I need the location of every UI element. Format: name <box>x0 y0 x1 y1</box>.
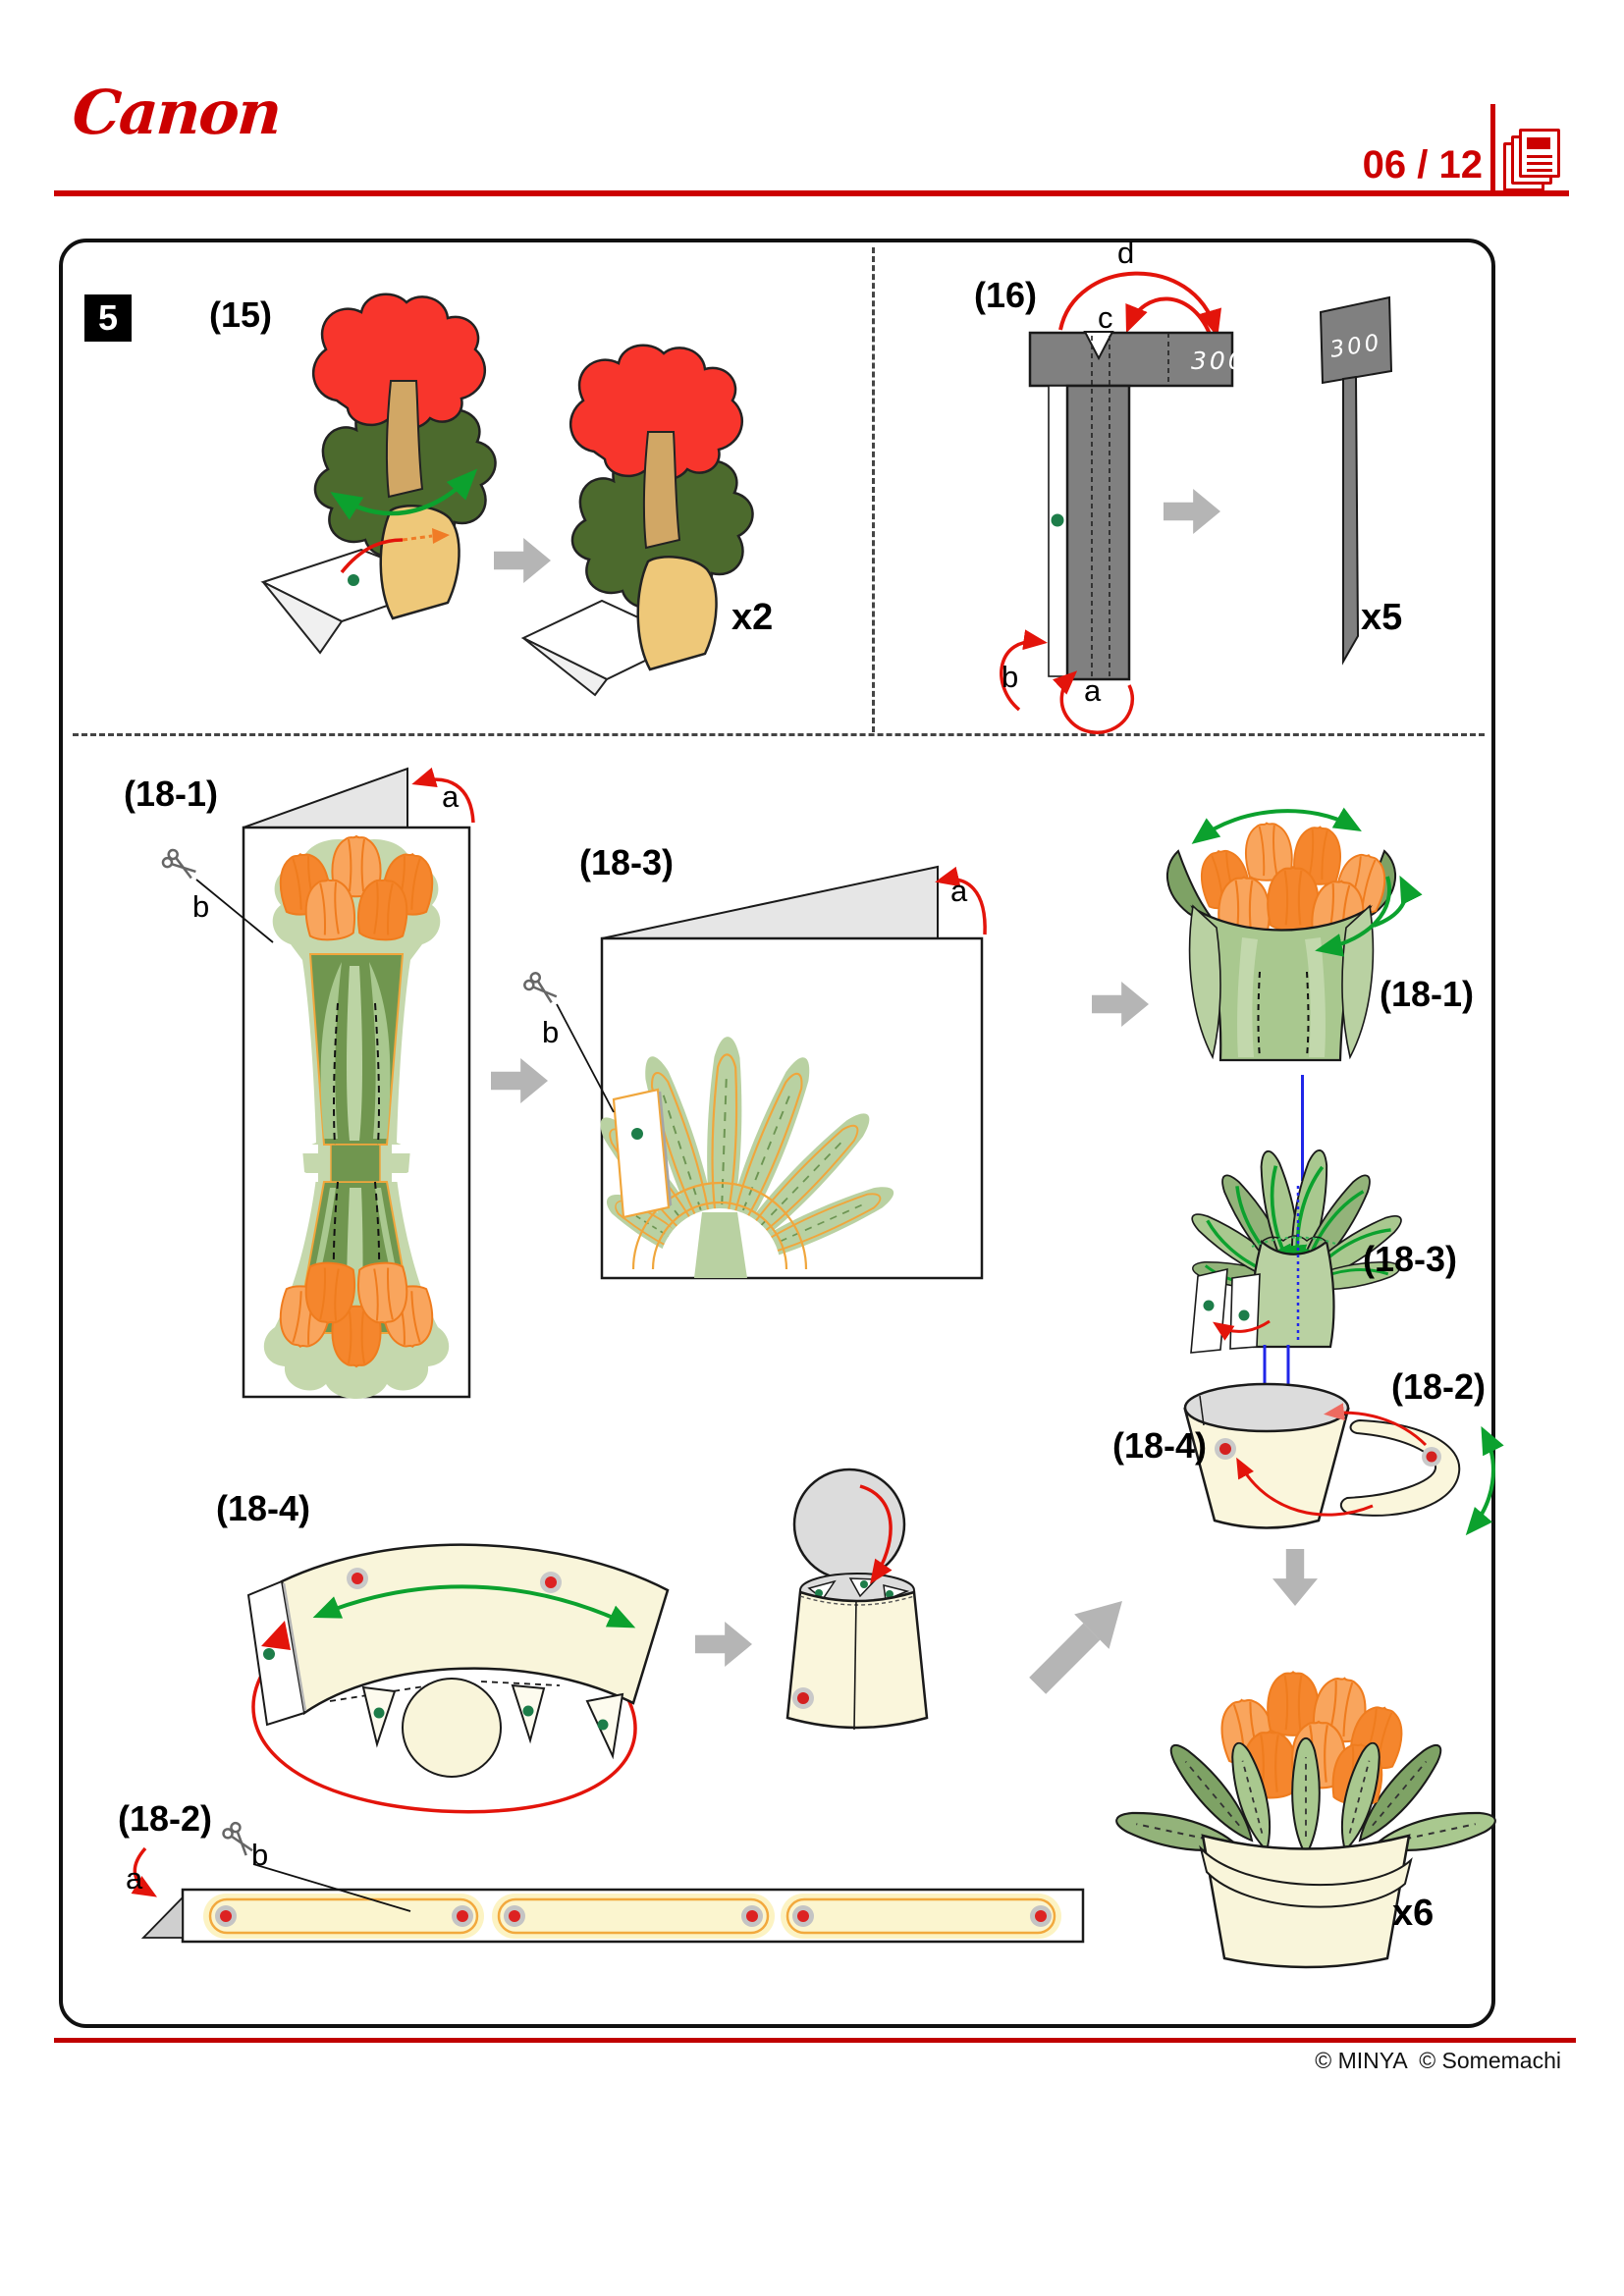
footer-rule <box>54 2038 1576 2043</box>
flower-15-illustration <box>260 293 754 697</box>
mark-c: c <box>1098 300 1113 335</box>
fold-arrow-d <box>1058 271 1221 338</box>
header-divider <box>1490 104 1495 196</box>
pot-wall-arc <box>280 1543 670 1716</box>
glue-dot-green <box>631 1128 643 1140</box>
glue-arrow-red <box>1213 1319 1271 1341</box>
band-18-2-piece <box>1339 1418 1461 1517</box>
wrap-arrow-green <box>1465 1425 1504 1536</box>
scissors-icon <box>161 848 196 880</box>
glue-arrow-red <box>1236 1457 1374 1517</box>
assembled-bouquet-18-1 <box>1165 807 1423 1062</box>
mark-b: b <box>1001 660 1019 694</box>
label-18-1: (18-1) <box>124 774 219 814</box>
assembled-leaves-18-3 <box>1105 1139 1448 1354</box>
guide-line-blue <box>1301 1075 1304 1181</box>
copyright-text: © MINYA © Somemachi <box>1315 2048 1561 2073</box>
stem-stick <box>1342 375 1360 666</box>
label-18-3: (18-3) <box>579 842 675 882</box>
glue-tab <box>246 1579 306 1727</box>
mark-a: a <box>1084 673 1102 708</box>
label-assembled-18-3: (18-3) <box>1363 1239 1458 1279</box>
pot-18-4-flat-illustration <box>246 1543 670 1814</box>
roll-arrow-b <box>1000 629 1048 712</box>
card-fold-back <box>243 767 408 828</box>
fold-in-arrow-red <box>859 1484 893 1584</box>
label-assembled-18-1: (18-1) <box>1380 974 1475 1014</box>
scissors-icon <box>222 1821 253 1856</box>
scissors-icon <box>523 972 558 1004</box>
stem-sign-plate <box>1319 295 1393 385</box>
count-x6: x6 <box>1392 1893 1435 1934</box>
bucket-band <box>1199 1844 1413 1908</box>
stem-16-illustration: 300 300 <box>1000 271 1393 734</box>
section-divider-horizontal <box>73 733 1485 736</box>
mark-b: b <box>542 1015 560 1049</box>
pot-base-disc <box>402 1678 502 1778</box>
count-x5: x5 <box>1361 597 1403 638</box>
stem-top-bar <box>1028 331 1234 388</box>
label-18-2: (18-2) <box>118 1798 213 1839</box>
canon-logo: Canon <box>70 77 283 148</box>
curl-arrow-green <box>312 1584 636 1629</box>
glue-arrow-red <box>1324 1403 1428 1447</box>
header-rule <box>54 190 1569 196</box>
glue-dot-green <box>1051 513 1064 527</box>
wrap-arrow-green <box>1191 807 1362 844</box>
glue-dot-red <box>1219 1443 1231 1455</box>
label-step-16: (16) <box>974 275 1038 315</box>
finished-pot-illustration <box>1111 1671 1500 1969</box>
fold-arrow-a <box>131 1846 158 1897</box>
stem-shaft <box>1065 384 1131 681</box>
glue-dot-green <box>348 574 359 586</box>
glue-dots-red <box>215 1905 1052 1927</box>
card-18-1-illustration <box>161 767 475 1399</box>
arrow-diagonal-icon <box>1029 1601 1122 1694</box>
mark-b: b <box>251 1838 269 1872</box>
fold-arrow-c <box>1125 296 1212 335</box>
card-18-3-illustration <box>523 865 987 1281</box>
mark-a: a <box>950 874 968 908</box>
open-arrow-a <box>935 866 987 935</box>
pot-body-upside-down <box>785 1590 929 1730</box>
count-x2: x2 <box>731 597 774 638</box>
mark-b: b <box>192 889 210 924</box>
pages-icon <box>1503 129 1564 193</box>
open-arrow-a <box>411 767 475 824</box>
fold-arrow-green <box>330 468 478 520</box>
pot-folding-illustration <box>785 1468 929 1731</box>
band-strips <box>203 1894 1061 1939</box>
section-divider-vertical <box>872 247 875 732</box>
label-band-18-2: (18-2) <box>1391 1366 1487 1407</box>
page-number: 06 / 12 <box>1362 143 1483 187</box>
label-18-4: (18-4) <box>216 1488 311 1528</box>
pot-opening <box>1183 1382 1350 1433</box>
glue-tab <box>612 1088 671 1219</box>
fold-corner <box>140 1895 184 1939</box>
pot-and-band-assembly <box>1183 1382 1504 1536</box>
label-step-15: (15) <box>209 294 273 335</box>
label-pot-18-4: (18-4) <box>1112 1425 1208 1466</box>
mark-a: a <box>126 1861 143 1896</box>
base-disc <box>792 1468 906 1581</box>
glue-arrow-red <box>340 538 404 574</box>
roll-arrow-a <box>1053 670 1135 734</box>
card-fold-back <box>601 865 939 939</box>
band-18-2-flat-illustration <box>131 1821 1085 1944</box>
stamp-300: 300 <box>1191 347 1247 375</box>
step-number-badge: 5 <box>84 294 132 342</box>
mark-d: d <box>1117 236 1135 270</box>
glue-tab <box>1190 1267 1228 1354</box>
mark-a: a <box>442 779 460 814</box>
